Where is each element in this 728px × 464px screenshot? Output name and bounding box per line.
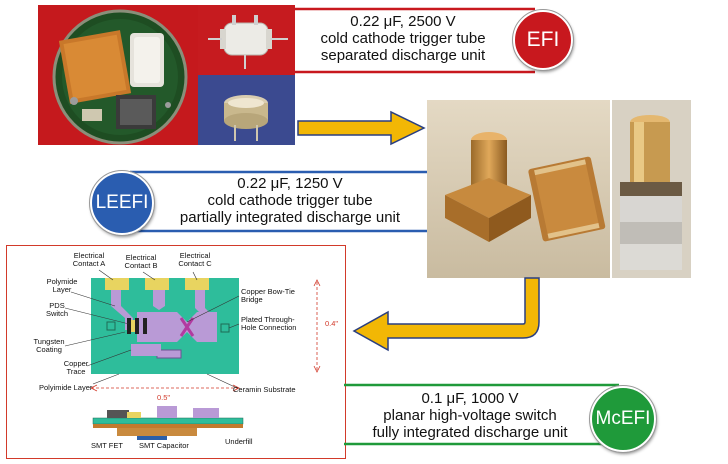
label-polyimide-layer: Polyimide Layer — [39, 383, 93, 392]
label-contact-a: Electrical Contact A — [72, 251, 106, 268]
label-underfill: Underfill — [225, 437, 253, 446]
leefi-components-photo — [427, 100, 610, 278]
efi-badge: EFI — [512, 9, 574, 71]
trigger-tube-photo — [198, 5, 295, 75]
mcefi-spec-line2: planar high-voltage switch — [383, 407, 557, 424]
efi-spec-line2: cold cathode trigger tube — [320, 30, 486, 47]
leefi-stack-photo — [612, 100, 691, 278]
efi-spec-line1: 0.22 μF, 2500 V — [350, 13, 456, 30]
mcefi-spec-line3: fully integrated discharge unit — [372, 424, 568, 441]
mcefi-layout-drawing — [64, 269, 321, 440]
leefi-spec-text: 0.22 μF, 1250 V cold cathode trigger tub… — [160, 176, 420, 225]
mcefi-badge: McEFI — [589, 385, 657, 453]
label-smt-capacitor: SMT Capacitor — [139, 441, 189, 450]
arrow-right — [297, 110, 426, 146]
label-copper-trace: Copper Trace — [63, 359, 89, 376]
mcefi-spec-text: 0.1 μF, 1000 V planar high-voltage switc… — [352, 391, 588, 440]
leefi-spec-line1: 0.22 μF, 1250 V — [237, 175, 343, 192]
label-dim-height: 0.4" — [325, 319, 339, 328]
arrow-curve-left — [352, 277, 540, 352]
label-dim-width: 0.5" — [157, 393, 171, 402]
leefi-spec-line2: cold cathode trigger tube — [207, 192, 373, 209]
efi-spec-text: 0.22 μF, 2500 V cold cathode trigger tub… — [298, 14, 508, 63]
label-plated-hole: Plated Through-Hole Connection — [241, 315, 297, 332]
label-bow-tie: Copper Bow-Tie Bridge — [241, 287, 295, 304]
efi-connector-line — [295, 7, 535, 74]
label-contact-c: Electrical Contact C — [178, 251, 212, 268]
mcefi-connector-line — [344, 383, 619, 446]
efi-spec-line3: separated discharge unit — [320, 47, 486, 64]
label-tungsten-coating: Tungsten Coating — [33, 337, 65, 354]
label-pds-switch: PDS Switch — [45, 301, 69, 318]
transistor-photo — [198, 75, 295, 145]
mcefi-diagram-panel: Electrical Contact A Electrical Contact … — [6, 245, 346, 459]
efi-board-photo — [38, 5, 198, 145]
label-ceramin-substrate: Ceramin Substrate — [233, 385, 296, 394]
label-polymide-layer: Polymide Layer — [46, 277, 78, 294]
mcefi-spec-line1: 0.1 μF, 1000 V — [421, 390, 519, 407]
label-contact-b: Electrical Contact B — [124, 253, 158, 270]
leefi-connector-line — [130, 170, 427, 233]
leefi-badge: LEEFI — [89, 170, 155, 236]
label-smt-fet: SMT FET — [91, 441, 123, 450]
leefi-spec-line3: partially integrated discharge unit — [179, 209, 401, 226]
